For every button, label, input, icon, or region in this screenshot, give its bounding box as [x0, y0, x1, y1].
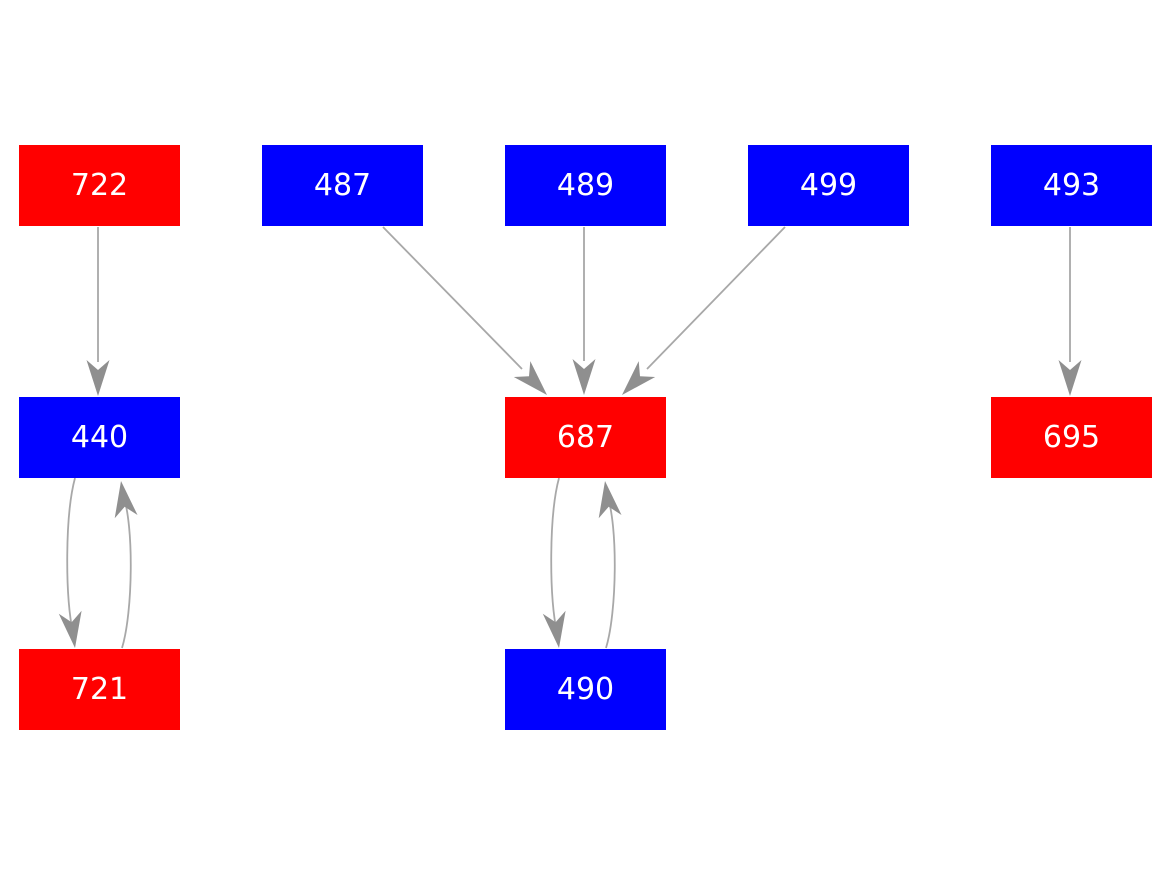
edge-493-695: [1058, 227, 1082, 396]
node-label: 722: [70, 167, 129, 203]
edge-line: [382, 226, 523, 370]
edge-487-687: [382, 226, 547, 395]
node-label: 687: [556, 419, 615, 455]
edge-line: [66, 477, 76, 634]
edge-499-687: [622, 226, 786, 395]
arrowhead-icon: [622, 361, 656, 395]
node-695: 695: [991, 397, 1152, 478]
node-label: 695: [1042, 419, 1101, 455]
node-489: 489: [505, 145, 666, 226]
arrowhead-icon: [114, 481, 138, 519]
arrowhead-icon: [542, 610, 566, 648]
node-440: 440: [19, 397, 180, 478]
node-487: 487: [262, 145, 423, 226]
arrowhead-icon: [572, 359, 596, 395]
node-499: 499: [748, 145, 909, 226]
node-label: 489: [556, 167, 615, 203]
node-label: 490: [556, 671, 615, 707]
edge-687-490: [542, 477, 566, 648]
arrowhead-icon: [86, 360, 110, 396]
edge-721-440: [114, 481, 138, 649]
node-label: 440: [70, 419, 129, 455]
node-label: 487: [313, 167, 372, 203]
edge-line: [550, 477, 560, 634]
node-722: 722: [19, 145, 180, 226]
node-label: 721: [70, 671, 129, 707]
edge-line: [646, 226, 786, 370]
arrowhead-icon: [1058, 360, 1082, 396]
arrowhead-icon: [513, 361, 547, 395]
node-label: 499: [799, 167, 858, 203]
node-721: 721: [19, 649, 180, 730]
node-490: 490: [505, 649, 666, 730]
edge-440-721: [58, 477, 82, 648]
node-493: 493: [991, 145, 1152, 226]
node-label: 493: [1042, 167, 1101, 203]
node-687: 687: [505, 397, 666, 478]
edge-489-687: [572, 227, 596, 395]
arrowhead-icon: [598, 481, 622, 519]
arrowhead-icon: [58, 610, 82, 648]
edge-490-687: [598, 481, 622, 649]
edge-722-440: [86, 227, 110, 396]
